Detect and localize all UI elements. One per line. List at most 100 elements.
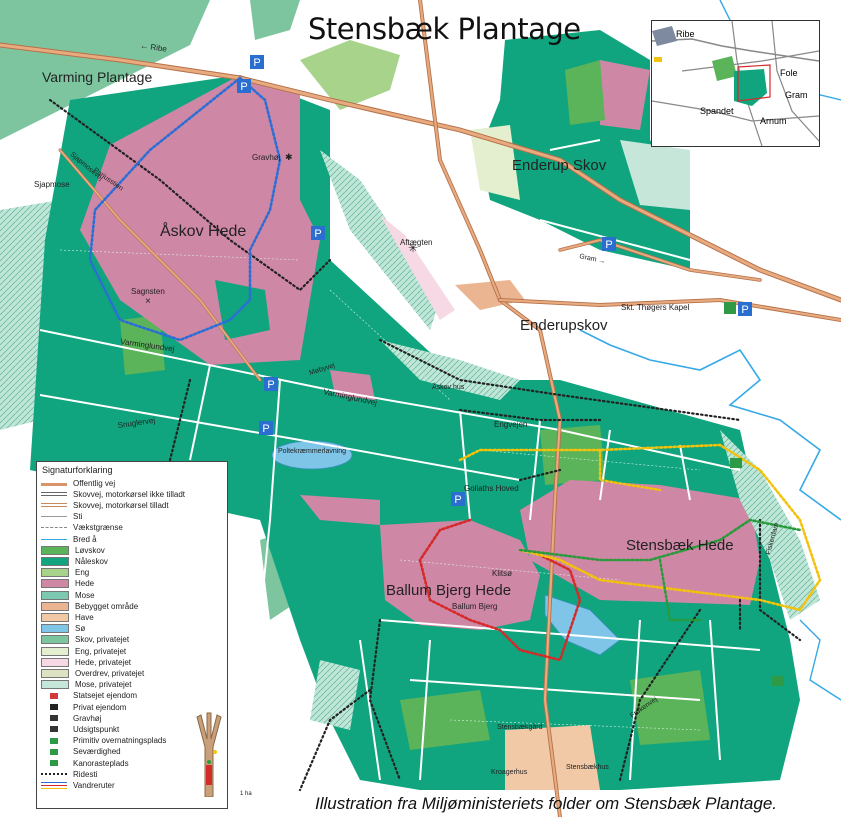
label-klitso: Klitsø xyxy=(492,569,512,578)
legend-item: Gravhøj xyxy=(41,713,101,723)
settlement-enderupskov xyxy=(455,280,525,310)
legend-label: Sø xyxy=(75,624,86,634)
inset-label-gram: Gram xyxy=(785,90,808,100)
legend-swatch xyxy=(50,737,58,744)
legend-item: Bebygget område xyxy=(41,601,138,611)
legend-label: Mose xyxy=(75,590,95,600)
label-aftaegten: Aftægten xyxy=(400,238,432,247)
legend-label: Seværdighed xyxy=(73,747,121,757)
legend-swatch xyxy=(50,715,58,722)
forest-roads xyxy=(39,139,761,781)
legend-swatch xyxy=(50,748,58,755)
legend-item: Nåleskov xyxy=(41,556,108,566)
parking-2[interactable]: P xyxy=(237,79,251,93)
shelter-icon xyxy=(730,458,742,468)
label-sjapmose: Sjapmose xyxy=(34,180,70,189)
route-yellow xyxy=(458,443,822,612)
label-ballum-bjerg: Ballum Bjerg xyxy=(452,602,497,611)
legend-label: Gravhøj xyxy=(73,713,102,723)
legend-item: Kanorasteplads xyxy=(41,758,129,768)
route-yellow-spur xyxy=(598,448,662,492)
viewpoint-icon: ✳ xyxy=(408,241,418,255)
parking-1[interactable]: P xyxy=(250,55,264,69)
legend-label: Eng, privatejet xyxy=(75,646,127,656)
legend-swatch xyxy=(41,590,69,600)
legend-item: Seværdighed xyxy=(41,747,121,757)
legend-item: Primitiv overnatningsplads xyxy=(41,736,166,746)
route-green xyxy=(518,518,802,562)
label-gravhoj: Gravhøj xyxy=(252,153,281,162)
label-varming-plantage: Varming Plantage xyxy=(42,69,152,85)
legend-swatch xyxy=(41,624,69,634)
legend-item: Have xyxy=(41,612,94,622)
legend-item: Skovvej, motorkørsel tilladt xyxy=(41,500,169,510)
svg-text:P: P xyxy=(240,81,247,93)
legend-label: Løvskov xyxy=(75,545,105,555)
label-ballum-bjerg-hede: Ballum Bjerg Hede xyxy=(386,582,511,599)
legend-label: Skov, privatejet xyxy=(75,635,130,645)
svg-text:P: P xyxy=(741,304,748,316)
route-blue xyxy=(88,76,282,342)
private-bog-enderup xyxy=(620,140,690,210)
legend-swatch xyxy=(41,538,67,540)
legend-title: Signaturforklaring xyxy=(42,465,113,475)
legend-label: Eng xyxy=(75,568,90,578)
label-engvejen: Engvejen xyxy=(494,420,527,429)
legend-item: Vækstgrænse xyxy=(41,523,123,533)
parking-8[interactable]: P xyxy=(738,302,752,316)
parking-5[interactable]: P xyxy=(259,421,273,435)
deciduous-5 xyxy=(565,60,605,125)
ballum-bjerg-hede xyxy=(380,520,540,630)
parking-6[interactable]: P xyxy=(451,492,465,506)
legend-label: Offentlig vej xyxy=(73,478,116,488)
parking-4[interactable]: P xyxy=(264,377,278,391)
parking-3[interactable]: P xyxy=(311,226,325,240)
legend-item: Sø xyxy=(41,624,85,634)
legend-item: Vandreruter xyxy=(41,780,115,790)
legend-item: Sti xyxy=(41,512,82,522)
meadow-north xyxy=(300,40,400,110)
legend-swatch xyxy=(41,579,69,589)
sagnsten-marker-icon: × xyxy=(145,296,151,307)
legend-swatch xyxy=(41,545,69,555)
svg-text:P: P xyxy=(253,57,260,69)
legend-item: Overdrev, privatejet xyxy=(41,668,144,678)
bog-strip-north xyxy=(320,150,440,330)
label-askov-hede: Åskov Hede xyxy=(160,221,246,240)
legend-swatch xyxy=(41,646,69,656)
route-red xyxy=(418,518,582,662)
label-askov-hus: Åskov hus xyxy=(432,382,465,391)
inset-map-canvas: Ribe Fole Gram Spandet Arnum xyxy=(652,21,819,146)
river-se xyxy=(799,619,841,701)
label-ribe-direction: ← Ribe xyxy=(140,41,168,54)
legend-item: Hede xyxy=(41,579,94,589)
legend-swatch xyxy=(41,680,69,690)
legend-swatch xyxy=(41,516,67,518)
legend-label: Hede xyxy=(75,579,95,589)
bog-strip-mid xyxy=(380,340,520,400)
private-heath-aftaegten xyxy=(380,215,455,320)
parking-7[interactable]: P xyxy=(602,237,616,251)
legend-label: Sti xyxy=(73,512,83,522)
label-poltekraemmer: Poltekræmmerlavning xyxy=(278,448,346,455)
legend-label: Vækstgrænse xyxy=(73,523,123,533)
svg-text:P: P xyxy=(267,379,274,391)
river-east xyxy=(579,329,841,521)
inset-label-arnum: Arnum xyxy=(760,116,787,126)
legend-swatch xyxy=(41,527,67,529)
route-green-spur xyxy=(658,558,702,622)
legend-swatch xyxy=(41,635,69,645)
legend-swatch xyxy=(41,492,67,497)
bog-south xyxy=(310,660,360,730)
legend-swatch xyxy=(41,601,69,611)
legend-swatch xyxy=(41,503,67,508)
legend-swatch xyxy=(41,668,69,678)
legend-label: Nåleskov xyxy=(75,556,108,566)
label-kroagerhus: Kroagerhus xyxy=(491,769,528,776)
lake-poltekraemmer xyxy=(271,440,353,470)
legend-swatch xyxy=(41,773,67,776)
legend-swatch xyxy=(50,704,58,710)
private-forest-top xyxy=(250,0,300,40)
